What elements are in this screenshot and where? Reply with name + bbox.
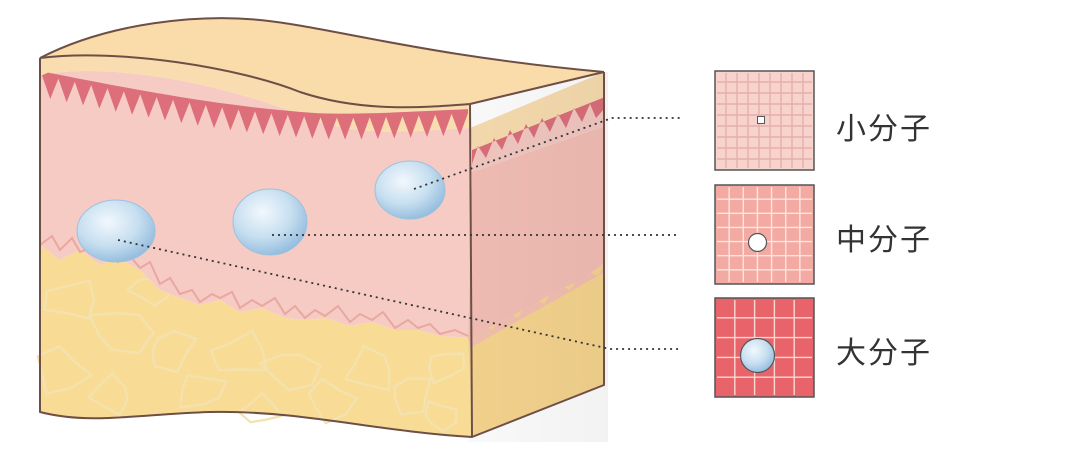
legend-swatch-small [714,70,815,171]
pointer-line-small [413,117,680,190]
fat-cell [257,353,322,392]
fat-cell [236,391,284,424]
swatch-particle-medium [747,232,768,253]
fat-cell [307,377,359,425]
fat-cell [87,311,156,355]
legend-label-large-molecule: 大分子 [836,336,932,371]
legend-swatch-large [714,297,815,398]
legend-swatch-medium [714,184,815,285]
legend-label-medium-molecule: 中分子 [836,223,932,258]
legend-label-small-molecule: 小分子 [836,112,932,147]
molecules-in-skin [76,160,446,263]
fat-cell [424,399,458,433]
subcutis-fat-cells [36,277,466,433]
swatch-background [714,184,815,285]
molecule-large-in-dermis [76,199,156,263]
molecule-medium-in-dermis [232,188,308,256]
fat-cell [151,329,198,374]
fat-cell [36,344,94,396]
legend-swatches [714,70,815,398]
swatch-particle-large [739,337,776,374]
fat-cell [343,344,391,392]
skin-block-outline [39,17,605,438]
molecule-small-in-dermis [374,160,446,220]
fat-cell [209,329,269,372]
front-subcutis [40,245,472,437]
swatch-particle-small [757,115,766,124]
fat-cell [179,374,228,409]
front-dermal-ridges [42,72,468,140]
skin-block-top-face [40,18,604,108]
fat-cell [393,377,433,416]
fat-cell [86,371,129,417]
skin-block-side-face [468,72,608,442]
fat-cell [427,352,466,385]
fat-cell [43,279,96,320]
front-epidermis [40,55,470,132]
pointer-lines [117,117,680,350]
